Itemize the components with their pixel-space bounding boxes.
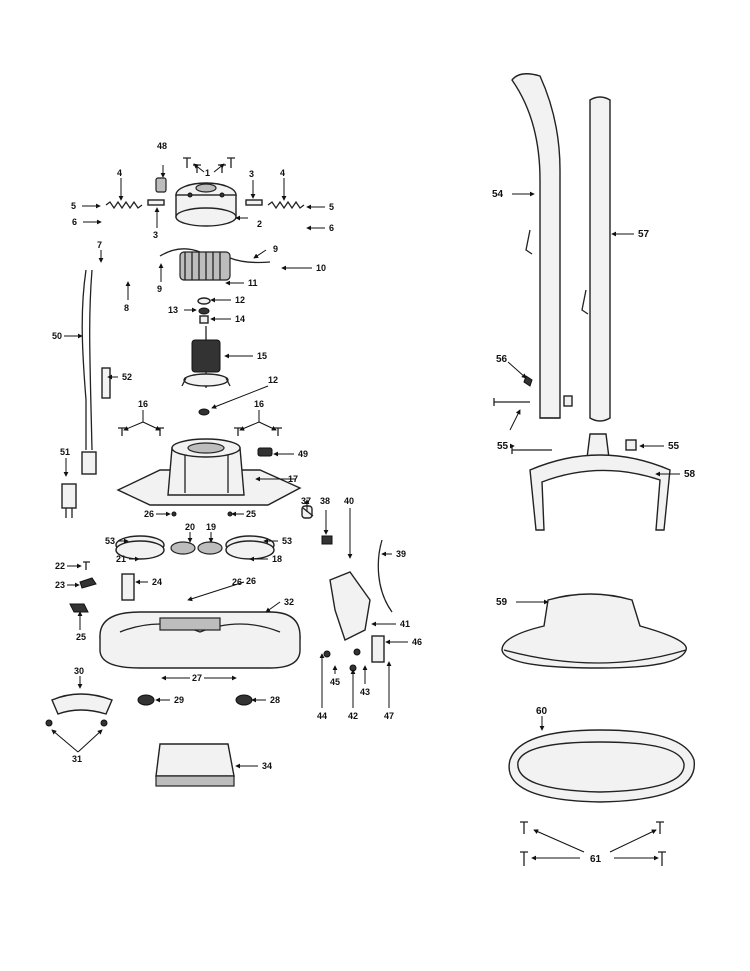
callout-5a: 5 xyxy=(71,201,76,211)
callout-37: 37 xyxy=(301,496,311,506)
callout-41: 41 xyxy=(400,619,410,629)
callout-53a: 53 xyxy=(105,536,115,546)
small-parts-22-23-24-25 xyxy=(69,561,135,613)
power-cord-50 xyxy=(61,269,111,518)
callout-48: 48 xyxy=(157,141,167,151)
callout-56: 56 xyxy=(496,354,508,365)
callout-8: 8 xyxy=(124,303,129,313)
callout-15: 15 xyxy=(257,351,267,361)
bearings-12-13-14 xyxy=(197,297,211,416)
callout-1: 1 xyxy=(205,168,210,178)
lower-handle-57 xyxy=(581,96,611,422)
callout-5b: 5 xyxy=(329,202,334,212)
bumper-ring-60 xyxy=(508,729,695,803)
callout-27: 27 xyxy=(192,673,202,683)
callout-labels: 1 2 3 3 4 4 5 5 6 6 7 8 9 9 10 11 12 12 … xyxy=(52,141,696,865)
callout-2: 2 xyxy=(257,219,262,229)
callout-26c: 26 xyxy=(232,577,242,587)
callout-25a: 25 xyxy=(76,632,86,642)
callout-55b: 55 xyxy=(668,441,680,452)
callout-3b: 3 xyxy=(249,169,254,179)
callout-13: 13 xyxy=(168,305,178,315)
carbon-brush-48 xyxy=(155,177,167,193)
callout-40: 40 xyxy=(344,496,354,506)
callout-50: 50 xyxy=(52,331,62,341)
callout-7: 7 xyxy=(97,240,102,250)
callout-32: 32 xyxy=(284,597,294,607)
pad-34 xyxy=(155,743,235,787)
hood-59 xyxy=(501,593,687,669)
callout-14: 14 xyxy=(235,314,245,324)
callout-12b: 12 xyxy=(268,375,278,385)
callout-20: 20 xyxy=(185,522,195,532)
callout-42: 42 xyxy=(348,711,358,721)
callout-45: 45 xyxy=(330,677,340,687)
callout-9b: 9 xyxy=(273,244,278,254)
callout-46: 46 xyxy=(412,637,422,647)
motor-end-cap xyxy=(175,182,237,227)
callout-29: 29 xyxy=(174,695,184,705)
callout-34: 34 xyxy=(262,761,272,771)
callout-22: 22 xyxy=(55,561,65,571)
base-housing-32 xyxy=(99,611,301,669)
callout-47: 47 xyxy=(384,711,394,721)
callout-16a: 16 xyxy=(138,399,148,409)
callout-53b: 53 xyxy=(282,536,292,546)
callout-54: 54 xyxy=(492,189,504,200)
callout-49: 49 xyxy=(298,449,308,459)
callout-30: 30 xyxy=(74,666,84,676)
callout-17: 17 xyxy=(288,474,298,484)
callout-31: 31 xyxy=(72,754,82,764)
motor-housing-17 xyxy=(116,438,302,506)
callout-52: 52 xyxy=(122,372,132,382)
callout-21: 21 xyxy=(116,554,126,564)
callout-28: 28 xyxy=(270,695,280,705)
callout-59: 59 xyxy=(496,597,508,608)
brush-holders-3 xyxy=(147,199,263,206)
wheels-28-29 xyxy=(137,694,253,706)
screws-16 xyxy=(118,427,282,436)
springs-4 xyxy=(105,200,305,210)
callout-9a: 9 xyxy=(157,284,162,294)
callout-25b: 25 xyxy=(246,509,256,519)
callout-6a: 6 xyxy=(72,217,77,227)
callout-51: 51 xyxy=(60,447,70,457)
callout-19: 19 xyxy=(206,522,216,532)
switch-assembly xyxy=(301,505,393,672)
callout-18: 18 xyxy=(272,554,282,564)
callout-57: 57 xyxy=(638,229,650,240)
callout-44: 44 xyxy=(317,711,327,721)
callout-12a: 12 xyxy=(235,295,245,305)
callout-3a: 3 xyxy=(153,230,158,240)
field-coil-11 xyxy=(159,248,271,281)
callout-4b: 4 xyxy=(280,168,285,178)
callout-43: 43 xyxy=(360,687,370,697)
gears xyxy=(115,511,275,560)
upper-handle-54 xyxy=(511,73,561,419)
callout-60: 60 xyxy=(536,706,548,717)
bumper-30 xyxy=(45,693,113,727)
leader-arrows xyxy=(51,163,680,861)
callout-23: 23 xyxy=(55,580,65,590)
callout-39: 39 xyxy=(396,549,406,559)
yoke-58 xyxy=(529,433,671,531)
callout-16b: 16 xyxy=(254,399,264,409)
callout-26a: 26 xyxy=(144,509,154,519)
callout-11: 11 xyxy=(248,278,258,288)
screws-61 xyxy=(520,821,666,866)
callout-10: 10 xyxy=(316,263,326,273)
callout-55a: 55 xyxy=(497,441,509,452)
grommet-49 xyxy=(257,447,273,457)
callout-6b: 6 xyxy=(329,223,334,233)
callout-4a: 4 xyxy=(117,168,122,178)
callout-61: 61 xyxy=(590,854,602,865)
bolts-55-56 xyxy=(493,375,637,454)
callout-24: 24 xyxy=(152,577,162,587)
callout-58: 58 xyxy=(684,469,696,480)
callout-38: 38 xyxy=(320,496,330,506)
callout-26b: 26 xyxy=(246,576,256,586)
armature-15 xyxy=(181,326,231,388)
